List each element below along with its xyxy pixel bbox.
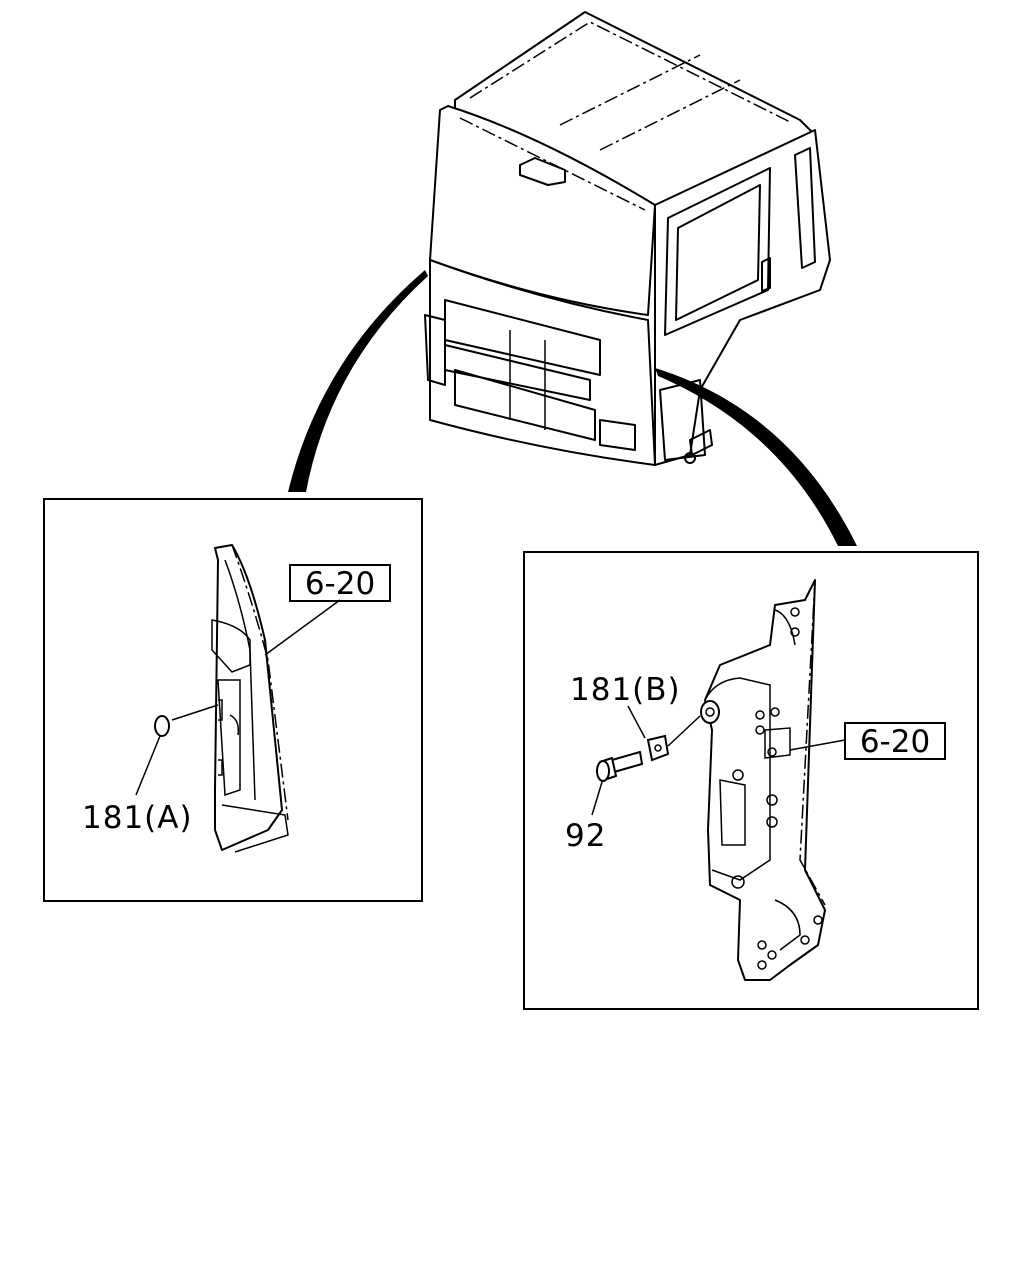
part-181a-plug [154, 715, 170, 737]
part-181b-plate [646, 734, 670, 762]
left-pillar-panel [211, 544, 289, 853]
ref-box-left [289, 564, 391, 602]
part-label-181a: 181(A) [82, 800, 193, 836]
detail-box-right [523, 551, 979, 1010]
ref-label-right: 6-20 [860, 724, 930, 760]
part-92-bolt [596, 751, 643, 782]
callout-arc-left [288, 270, 428, 492]
mounting-boss [700, 700, 720, 724]
ref-label-left: 6-20 [305, 566, 375, 602]
part-label-181b: 181(B) [570, 672, 681, 708]
detail-box-left [43, 498, 423, 902]
ref-box-right [844, 722, 946, 760]
right-pillar-panel [704, 579, 826, 981]
callout-arc-right [655, 368, 857, 546]
part-label-92: 92 [565, 818, 606, 854]
truck-cab-illustration [424, 11, 831, 466]
